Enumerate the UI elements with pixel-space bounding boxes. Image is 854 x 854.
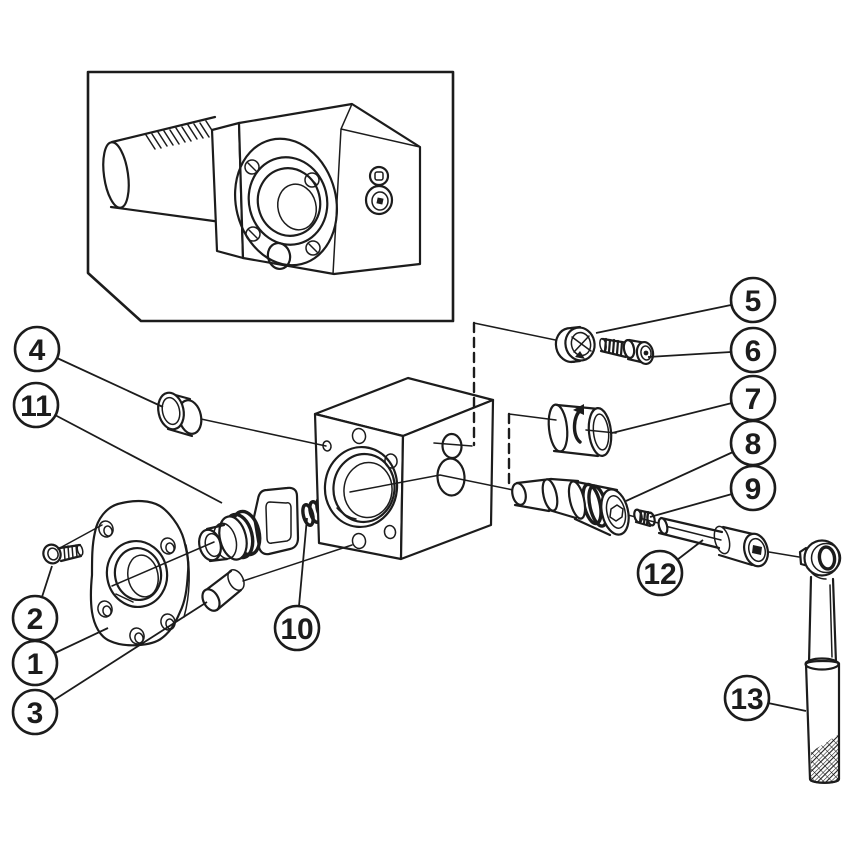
assembly-axes-dashed xyxy=(472,321,566,489)
leader-line-8 xyxy=(625,451,734,502)
callout-number: 11 xyxy=(20,390,52,423)
callout-circle xyxy=(636,549,684,597)
callout-number: 5 xyxy=(745,285,762,318)
callout-12: 12 xyxy=(636,549,684,597)
callout-circle xyxy=(11,594,59,642)
callout-number: 10 xyxy=(280,613,313,646)
callout-number: 2 xyxy=(27,603,44,636)
callout-8: 8 xyxy=(729,419,777,467)
wrench-knurl xyxy=(811,734,839,782)
callout-number: 6 xyxy=(745,335,762,368)
part-set-screw xyxy=(633,508,656,528)
leader-line-10 xyxy=(298,517,308,607)
leader-line-9 xyxy=(649,493,733,518)
callout-11: 11 xyxy=(12,381,60,429)
callout-2: 2 xyxy=(11,594,59,642)
callout-number: 8 xyxy=(745,428,762,461)
part-screw xyxy=(599,337,655,366)
callout-number: 12 xyxy=(643,558,676,591)
callout-10: 10 xyxy=(273,604,321,652)
inset-shank xyxy=(102,115,223,224)
cartridge-body xyxy=(252,486,300,556)
part-sleeve xyxy=(157,391,203,438)
part-washer xyxy=(554,325,596,364)
leader-line-4 xyxy=(56,357,164,408)
callout-circle xyxy=(729,326,777,374)
inset-block xyxy=(233,102,422,276)
inset-plate xyxy=(210,121,245,260)
callout-1: 1 xyxy=(11,639,59,687)
leader-line-11 xyxy=(54,414,223,504)
part-flange xyxy=(89,499,190,647)
callout-number: 4 xyxy=(29,334,46,367)
leader-line-6 xyxy=(647,351,732,358)
housing-block xyxy=(313,376,495,561)
part-clamping-shaft xyxy=(511,477,630,537)
leader-line-13 xyxy=(767,702,807,712)
axis-lines xyxy=(57,418,800,587)
block-front-face xyxy=(313,412,405,561)
part-sleeve-with-arrow xyxy=(547,403,617,458)
callout-number: 13 xyxy=(730,683,763,716)
inset-keyhole xyxy=(364,165,394,216)
callout-7: 7 xyxy=(729,374,777,422)
leader-line-5 xyxy=(595,304,732,334)
inset-flange-screws xyxy=(244,159,321,256)
part-flange-screw xyxy=(42,543,84,565)
callout-circle xyxy=(12,381,60,429)
callout-9: 9 xyxy=(729,464,777,512)
inset-shank-serrations xyxy=(145,120,216,150)
callout-4: 4 xyxy=(13,325,61,373)
block-right-face xyxy=(399,398,495,561)
flange-holes xyxy=(97,520,176,645)
leader-line-7 xyxy=(611,402,733,434)
callout-circle xyxy=(729,464,777,512)
block-bore xyxy=(323,445,399,529)
callout-number: 1 xyxy=(27,648,44,681)
leader-line-2 xyxy=(41,565,53,598)
leader-line-1 xyxy=(54,627,109,654)
callout-13: 13 xyxy=(723,674,771,722)
block-side-hole-lower xyxy=(436,457,466,497)
part-pin xyxy=(201,568,245,612)
callout-6: 6 xyxy=(729,326,777,374)
callout-number: 9 xyxy=(745,473,762,506)
callout-circle xyxy=(273,604,321,652)
leader-line-12 xyxy=(676,539,704,561)
callout-number: 7 xyxy=(745,383,762,416)
callout-5: 5 xyxy=(729,276,777,324)
part-long-screw xyxy=(657,516,770,568)
callout-circle xyxy=(723,674,771,722)
callout-3: 3 xyxy=(11,688,59,736)
leader-line-3 xyxy=(53,601,208,701)
block-front-holes xyxy=(322,427,398,550)
callout-circle xyxy=(13,325,61,373)
assembled-view-inset xyxy=(86,70,455,323)
part-wrench xyxy=(798,539,842,784)
direction-arrow-icon xyxy=(572,408,583,444)
callout-number: 3 xyxy=(27,697,44,730)
flange-outline xyxy=(89,499,190,647)
flange-bore xyxy=(105,539,169,609)
callout-circle xyxy=(729,276,777,324)
part-cartridge xyxy=(198,486,300,563)
callout-circle xyxy=(11,688,59,736)
